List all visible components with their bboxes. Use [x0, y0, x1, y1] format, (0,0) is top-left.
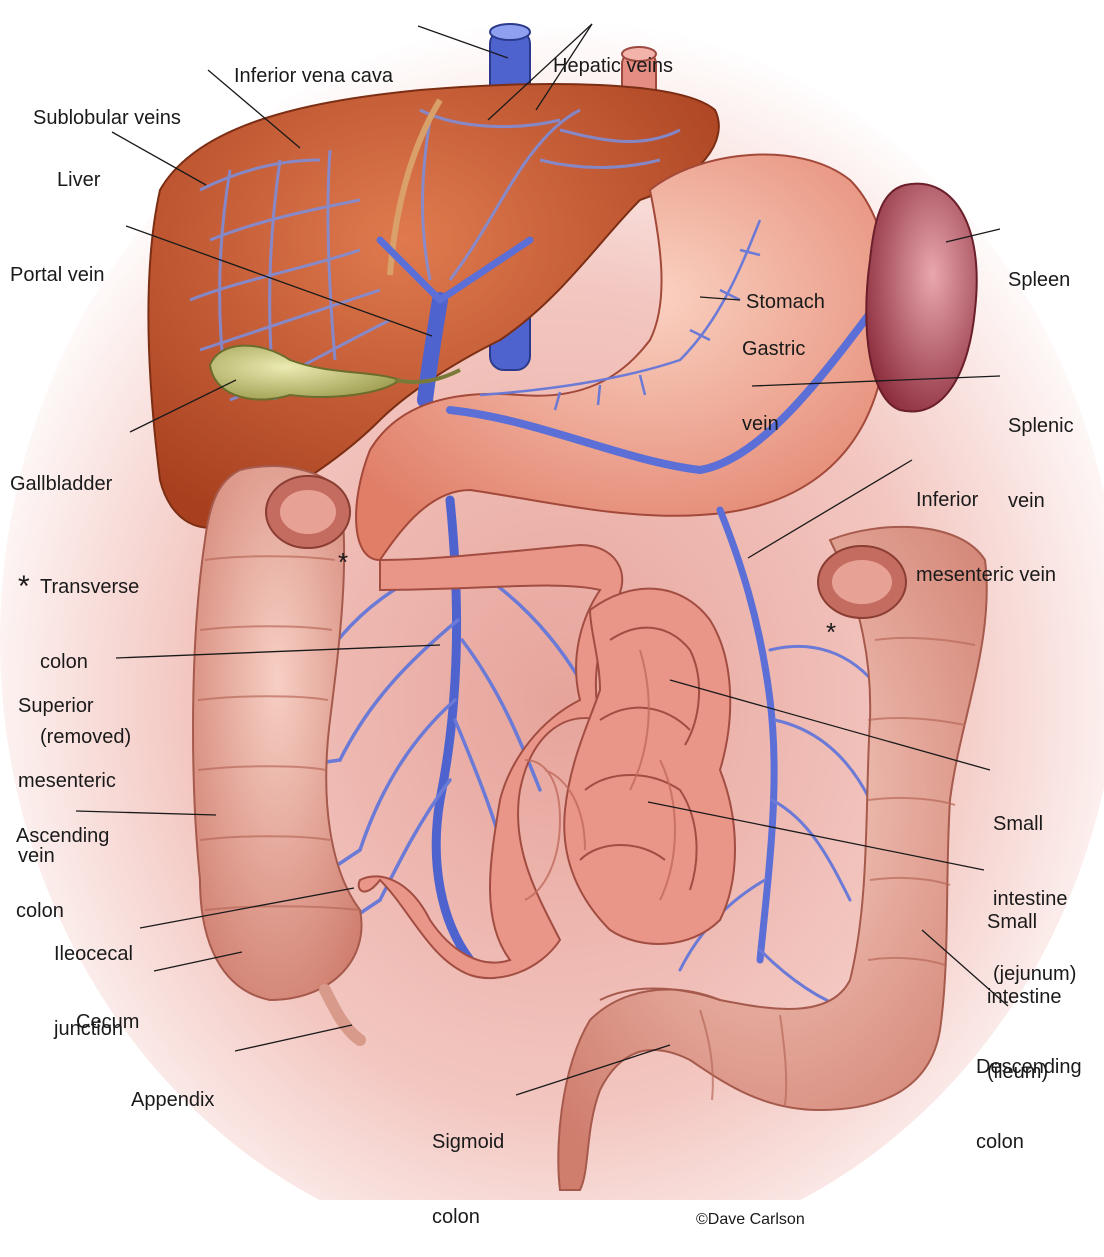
ascending-colon-shape [192, 465, 363, 1002]
label-hepatic-veins: Hepatic veins [553, 55, 674, 77]
label-gastric-vein: Gastric vein [742, 338, 806, 435]
cut-marker-left: * [338, 547, 349, 577]
label-ascending-colon: Ascending colon [16, 825, 110, 922]
label-appendix: Appendix [131, 1089, 215, 1111]
label-small-intestine-jejunum: Small intestine (jejunum) [993, 813, 1077, 985]
sublobular-vein-network [189, 108, 681, 402]
label-portal-vein: Portal vein [10, 264, 105, 286]
splenic-vein-shape [446, 296, 884, 475]
inferior-mesenteric-vein-shape [716, 506, 778, 964]
cut-marker-right: * [826, 617, 837, 647]
gastric-vein-branches [479, 219, 762, 411]
illustration [0, 20, 1104, 1200]
label-ileocecal-junction: Ileocecal junction [54, 943, 133, 1040]
label-sublobular-veins: Sublobular veins [33, 107, 181, 129]
label-sigmoid-colon: Sigmoid colon [432, 1131, 505, 1228]
small-intestine-shape [357, 543, 736, 980]
label-liver: Liver [57, 169, 101, 191]
credit-text: ©Dave Carlson [696, 1211, 805, 1228]
appendix-shape [319, 984, 366, 1046]
label-inferior-mesenteric-vein: Inferior mesenteric vein [916, 489, 1057, 586]
label-descending-colon: Descending colon [976, 1056, 1082, 1153]
leader-lines [75, 23, 1009, 1096]
anatomy-diagram: Inferior vena cava Hepatic veins Sublobu… [0, 20, 1104, 1228]
portal-vein-shape [417, 292, 448, 408]
descending-colon-shape [557, 525, 988, 1191]
label-superior-mesenteric-vein: Superior mesenteric vein [18, 695, 116, 867]
label-transverse-colon: Transverse colon (removed) [40, 576, 140, 748]
label-cecum: Cecum [76, 1011, 140, 1033]
label-transverse-colon-marker: * [18, 570, 30, 603]
label-spleen: Spleen [1008, 269, 1071, 291]
label-small-intestine-ileum: Small intestine (ileum) [987, 911, 1062, 1083]
label-gallbladder: Gallbladder [10, 473, 113, 495]
label-splenic-vein: Splenic vein [1008, 415, 1074, 512]
label-inferior-vena-cava: Inferior vena cava [234, 65, 393, 87]
label-stomach: Stomach [746, 291, 825, 313]
